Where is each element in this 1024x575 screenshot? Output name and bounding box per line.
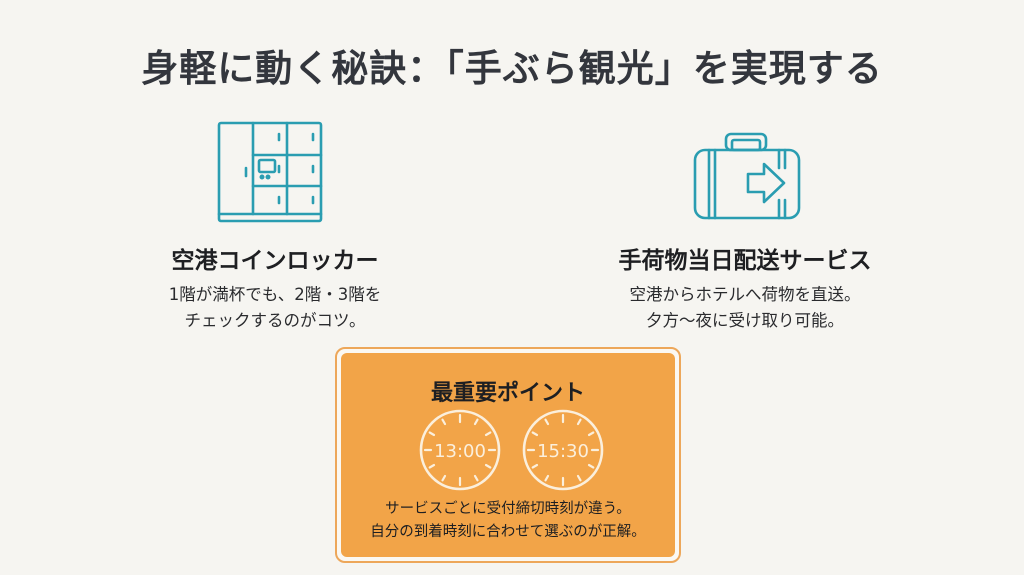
desc-line: 夕方〜夜に受け取り可能。 <box>646 311 844 330</box>
feature-desc-coin-locker: 1階が満杯でも、2階・3階を チェックするのがコツ。 <box>120 282 430 334</box>
desc-line: 自分の到着時刻に合わせて選ぶのが正解。 <box>370 524 646 540</box>
desc-line: サービスごとに受付締切時刻が違う。 <box>385 501 631 517</box>
desc-line: 1階が満杯でも、2階・3階を <box>168 285 382 304</box>
feature-title-coin-locker: 空港コインロッカー <box>171 248 379 274</box>
clock-icon: 15:30 <box>522 409 604 491</box>
key-point-title: 最重要ポイント <box>430 381 585 406</box>
clock-time: 15:30 <box>537 441 589 462</box>
suitcase-delivery-icon <box>693 132 801 220</box>
key-point-desc: サービスごとに受付締切時刻が違う。 自分の到着時刻に合わせて選ぶのが正解。 <box>341 498 675 544</box>
clock-time: 13:00 <box>434 441 486 462</box>
page-title: 身軽に動く秘訣：「手ぶら観光」を実現する <box>141 47 883 90</box>
key-point-box: 最重要ポイント 13:00 <box>335 347 681 563</box>
key-point-panel: 最重要ポイント 13:00 <box>341 353 675 557</box>
desc-line: チェックするのがコツ。 <box>184 311 366 330</box>
clock-icon: 13:00 <box>419 409 501 491</box>
feature-desc-luggage-delivery: 空港からホテルへ荷物を直送。 夕方〜夜に受け取り可能。 <box>590 282 900 334</box>
coin-locker-icon <box>217 121 323 223</box>
desc-line: 空港からホテルへ荷物を直送。 <box>629 285 861 304</box>
feature-title-luggage-delivery: 手荷物当日配送サービス <box>618 248 872 274</box>
